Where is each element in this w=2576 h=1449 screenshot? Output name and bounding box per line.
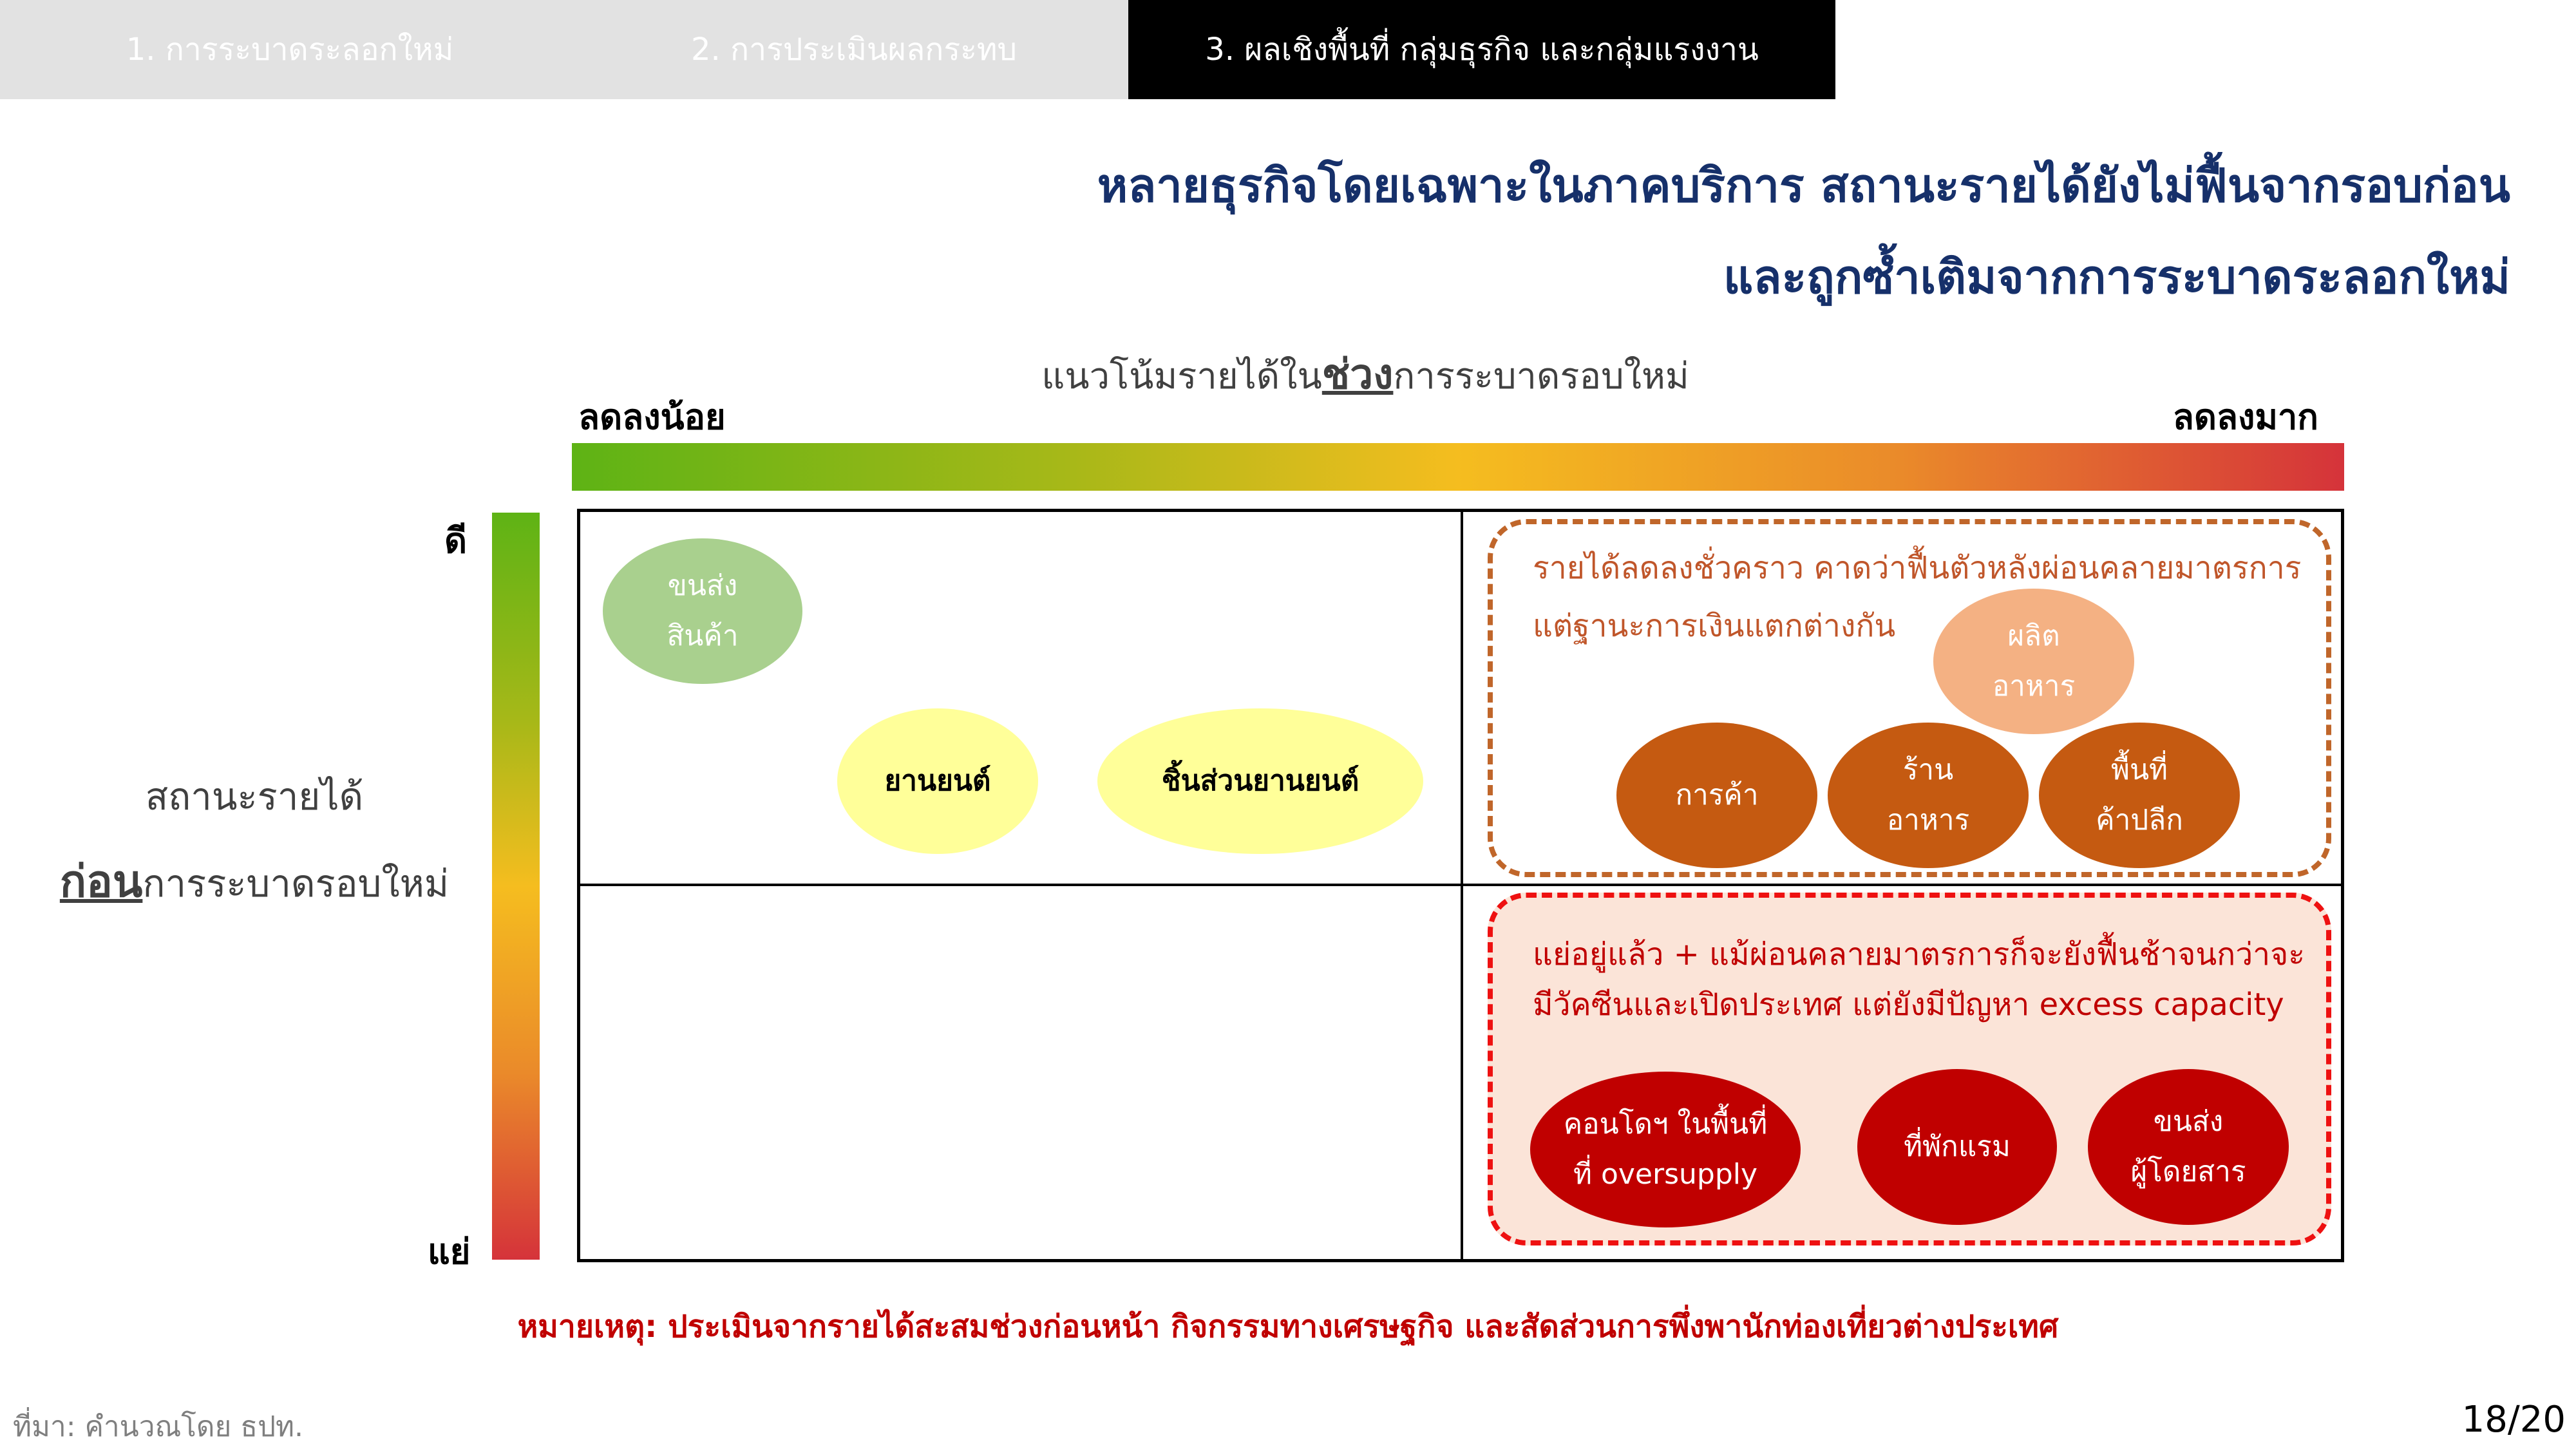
- bubble-label: ที่พักแรม: [1904, 1130, 2011, 1163]
- x-axis-title-emph: ช่วง: [1321, 351, 1394, 399]
- bubble-label: ยานยนต์: [884, 764, 991, 797]
- x-axis-title-before: แนวโน้มรายได้ใน: [1041, 355, 1322, 397]
- bubble-passenger-transport: ขนส่ง ผู้โดยสาร: [2088, 1069, 2289, 1225]
- y-axis-gradient-bar: [492, 513, 540, 1260]
- y-axis-title-emph: ก่อน: [59, 857, 143, 907]
- temporary-decline-text-line1: รายได้ลดลงชั่วคราว คาดว่าฟื้นตัวหลังผ่อน…: [1533, 550, 2302, 586]
- bubble-condo-oversupply: คอนโดฯ ในพื้นที่ ที่ oversupply: [1530, 1072, 1801, 1227]
- bubble-label: ผลิต: [2007, 620, 2060, 652]
- y-axis-title-line1: สถานะรายได้: [145, 775, 364, 819]
- x-axis-gradient-bar: [572, 443, 2344, 491]
- bubble-label: อาหาร: [1992, 670, 2076, 703]
- bubble-label: ขนส่ง: [667, 569, 738, 602]
- slow-recovery-text-line2: มีวัคซีนและเปิดประเทศ แต่ยังมีปัญหา exce…: [1533, 987, 2284, 1023]
- y-axis-bottom-label: แย่: [428, 1231, 471, 1272]
- x-axis-left-label: ลดลงน้อย: [578, 397, 726, 437]
- footnote: หมายเหตุ: ประเมินจากรายได้สะสมช่วงก่อนหน…: [517, 1309, 2059, 1345]
- temporary-decline-group: [1488, 519, 2331, 877]
- bubble-retail-space: พื้นที่ ค้าปลีก: [2039, 723, 2240, 868]
- temporary-decline-text-line2: แต่ฐานะการเงินแตกต่างกัน: [1533, 608, 1896, 644]
- bubble-label: ค้าปลีก: [2096, 804, 2183, 837]
- x-axis-right-label: ลดลงมาก: [2172, 397, 2318, 437]
- bubble-label: ที่ oversupply: [1573, 1158, 1758, 1191]
- bubble-label: การค้า: [1675, 779, 1759, 811]
- bubble-label: คอนโดฯ ในพื้นที่: [1563, 1108, 1768, 1141]
- tab-label: 3. ผลเชิงพื้นที่ กลุ่มธุรกิจ และกลุ่มแรง…: [1205, 32, 1759, 68]
- bubble-label: สินค้า: [667, 620, 739, 652]
- bubble-label: ชิ้นส่วนยานยนต์: [1161, 764, 1359, 797]
- tab-label: 1. การระบาดระลอกใหม่: [126, 32, 454, 68]
- tab-label: 2. การประเมินผลกระทบ: [690, 32, 1017, 68]
- tab-impact-assessment[interactable]: 2. การประเมินผลกระทบ: [580, 0, 1128, 99]
- slow-recovery-text-line1: แย่อยู่แล้ว + แม้ผ่อนคลายมาตรการก็จะยังฟ…: [1533, 936, 2306, 972]
- source-text: ที่มา: คำนวณโดย ธปท.: [13, 1410, 304, 1443]
- bubble-label: ผู้โดยสาร: [2130, 1155, 2246, 1188]
- headline-line1: หลายธุรกิจโดยเฉพาะในภาคบริการ สถานะรายได…: [1097, 158, 2510, 213]
- headline-line2: และถูกซ้ำเติมจากการระบาดระลอกใหม่: [1723, 250, 2510, 304]
- matrix-horizontal-divider: [577, 884, 2344, 886]
- y-axis-title-line2: ก่อนการระบาดรอบใหม่: [26, 846, 483, 916]
- bubble-restaurant: ร้าน อาหาร: [1828, 723, 2029, 868]
- bubble-trade: การค้า: [1616, 723, 1817, 868]
- page-number: 18/20: [2461, 1399, 2566, 1441]
- bubble-freight-transport: ขนส่ง สินค้า: [603, 538, 802, 684]
- bubble-label: อาหาร: [1886, 804, 1970, 837]
- bubble-label: พื้นที่: [2110, 753, 2168, 786]
- y-axis-top-label: ดี: [444, 520, 468, 561]
- tab-outbreak[interactable]: 1. การระบาดระลอกใหม่: [0, 0, 580, 99]
- x-axis-title: แนวโน้มรายได้ในช่วงการระบาดรอบใหม่: [0, 341, 2576, 407]
- y-axis-title-after: การระบาดรอบใหม่: [142, 862, 450, 905]
- bubble-automotive: ยานยนต์: [837, 708, 1038, 854]
- bubble-food-production: ผลิต อาหาร: [1933, 589, 2134, 734]
- x-axis-title-after: การระบาดรอบใหม่: [1393, 355, 1689, 397]
- bubble-label: ขนส่ง: [2153, 1105, 2224, 1138]
- bubble-auto-parts: ชิ้นส่วนยานยนต์: [1097, 708, 1423, 854]
- tab-spatial-effects[interactable]: 3. ผลเชิงพื้นที่ กลุ่มธุรกิจ และกลุ่มแรง…: [1128, 0, 1835, 99]
- bubble-accommodation: ที่พักแรม: [1857, 1069, 2057, 1225]
- bubble-label: ร้าน: [1902, 753, 1954, 786]
